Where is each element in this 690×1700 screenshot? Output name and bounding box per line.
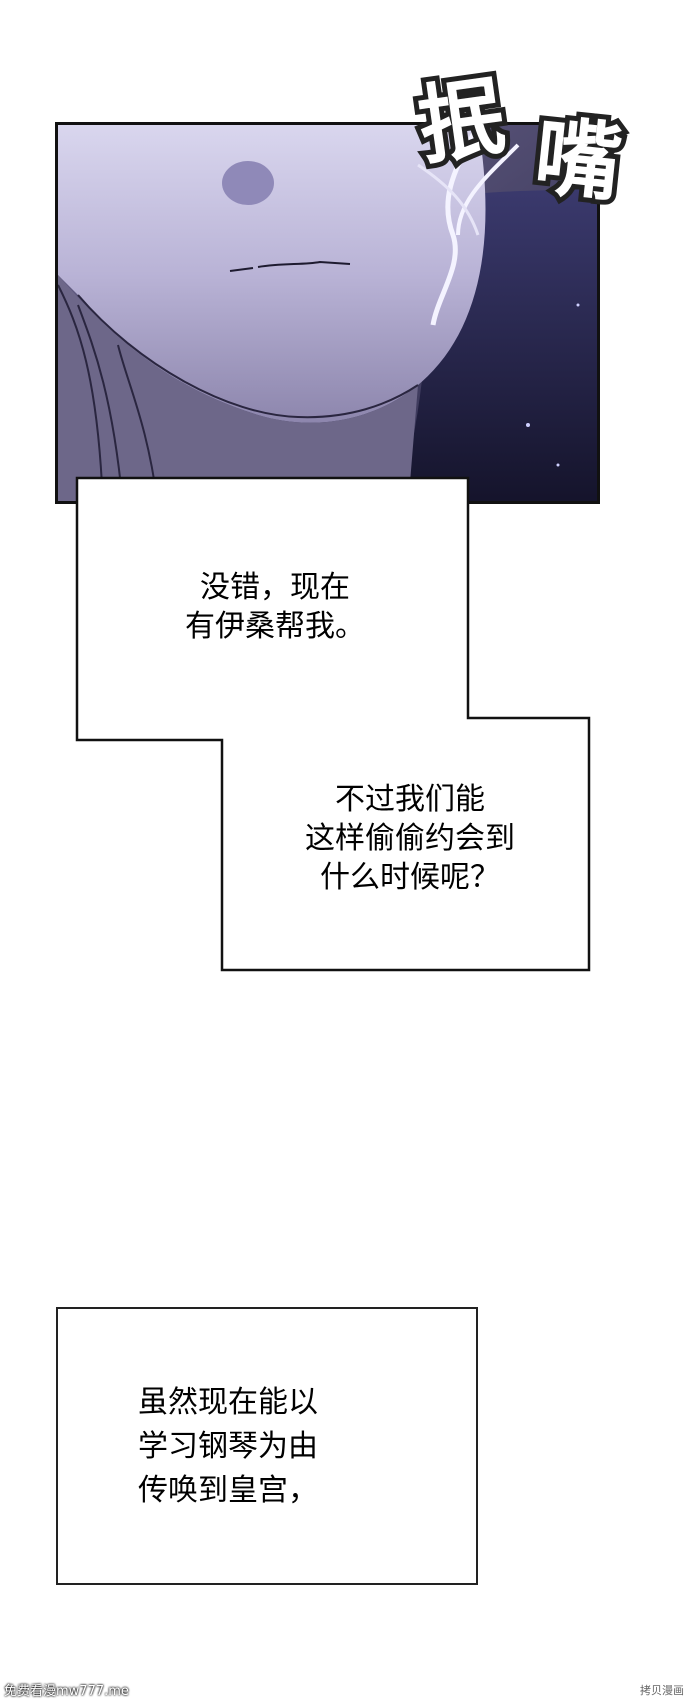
caption-2-line-3: 什么时候呢？ — [320, 860, 500, 895]
watermark-site: 免费看漫mw777.me — [4, 1684, 129, 1699]
caption-box-3: 虽然现在能以 学习钢琴为由 传唤到皇宫， — [56, 1307, 478, 1585]
sfx-char-2: 嘴 — [530, 107, 626, 215]
caption-2: 不过我们能 这样偷偷约会到 什么时候呢？ — [260, 780, 560, 897]
caption-3-line-1: 虽然现在能以 — [138, 1385, 318, 1420]
caption-2-line-1: 不过我们能 — [335, 782, 485, 817]
caption-1: 没错，现在 有伊桑帮我。 — [150, 568, 400, 646]
watermark-logo: 拷贝漫画 — [640, 1684, 684, 1697]
caption-1-line-1: 没错，现在 — [200, 570, 350, 605]
stepped-caption-outline — [75, 476, 591, 972]
caption-3: 虽然现在能以 学习钢琴为由 传唤到皇宫， — [138, 1381, 398, 1513]
sound-effect-text: 抿 嘴 — [407, 40, 660, 220]
face-illustration — [58, 125, 597, 501]
caption-2-line-2: 这样偷偷约会到 — [305, 821, 515, 856]
caption-1-line-2: 有伊桑帮我。 — [185, 609, 365, 644]
caption-3-line-3: 传唤到皇宫， — [138, 1473, 318, 1508]
sfx-char-1: 抿 — [412, 67, 511, 178]
comic-panel — [55, 122, 600, 504]
caption-3-line-2: 学习钢琴为由 — [138, 1429, 318, 1464]
